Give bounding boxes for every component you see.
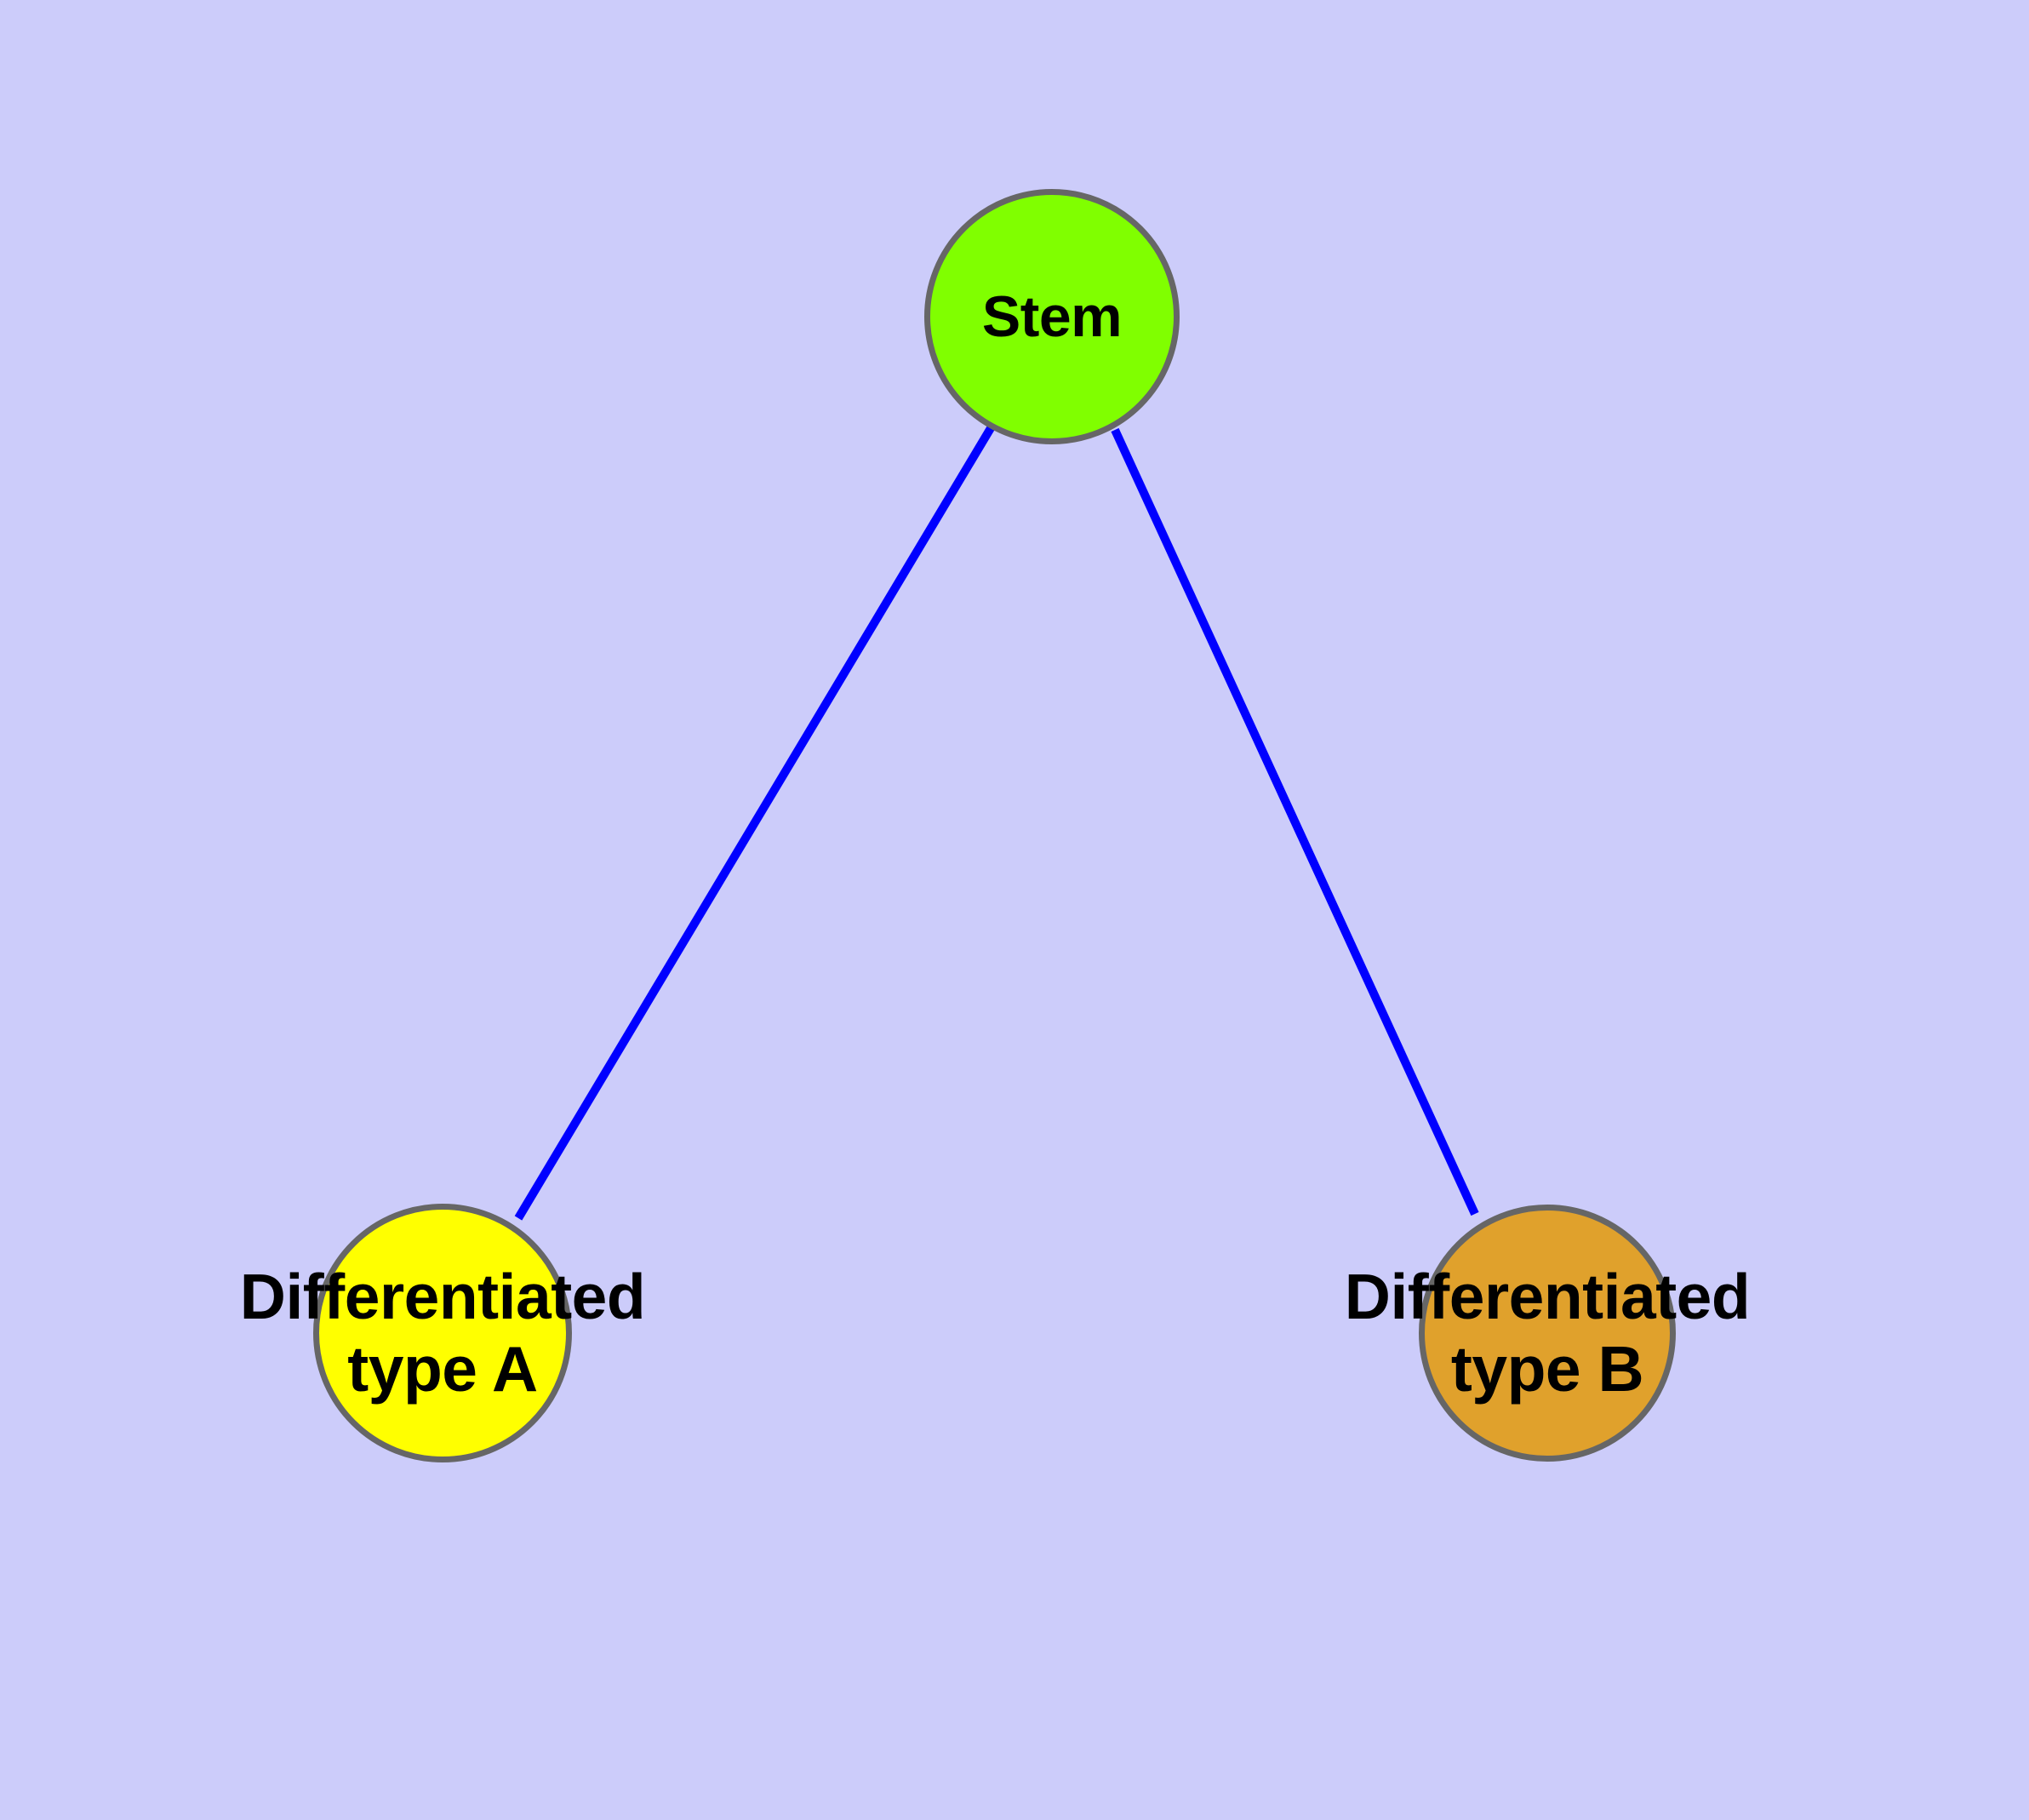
node-stem-label: Stem — [981, 283, 1123, 350]
node-differentiated-type-a[interactable]: Differentiated type A — [240, 1204, 646, 1462]
node-differentiated-type-a-circle — [313, 1204, 572, 1462]
node-differentiated-type-b[interactable]: Differentiated type B — [1345, 1205, 1751, 1462]
node-differentiated-type-b-label-line-1: Differentiated — [1344, 1261, 1751, 1333]
node-differentiated-type-b-circle — [1419, 1205, 1676, 1462]
node-differentiated-type-b-label-line-2: type B — [1450, 1333, 1644, 1405]
node-stem-circle — [924, 189, 1180, 444]
edge-stem-to-b — [1111, 427, 1479, 1216]
edge-stem-to-a — [514, 426, 995, 1221]
node-differentiated-type-b-label: Differentiated type B — [1344, 1261, 1751, 1405]
node-differentiated-type-a-label-line-2: type A — [347, 1333, 538, 1405]
node-stem-label-line-1: Stem — [981, 283, 1123, 349]
node-stem[interactable]: Stem — [924, 189, 1180, 444]
node-differentiated-type-a-label: Differentiated type A — [239, 1261, 646, 1405]
node-differentiated-type-a-label-line-1: Differentiated — [239, 1261, 646, 1333]
